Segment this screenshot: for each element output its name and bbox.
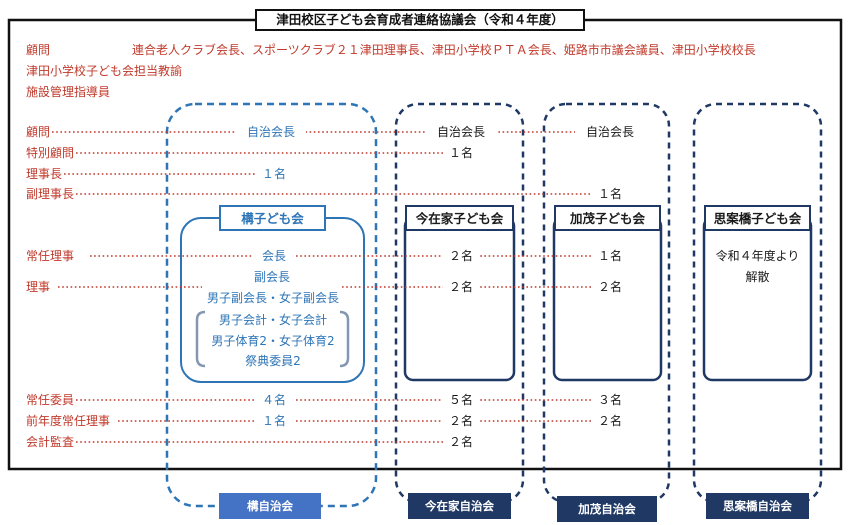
row-label-tokubetsu: 特別顧問 (26, 146, 75, 160)
kamo-footer: 加茂自治会 (557, 496, 657, 522)
imazaike-riji: ２名 (443, 280, 479, 294)
kamae-fukukaicho: 副会長 (253, 270, 290, 284)
right-bracket (339, 310, 350, 368)
row-label-komon: 顧問 (26, 125, 51, 139)
kamae-kaikei: 男子会計・女子会計 (218, 313, 327, 327)
shiankyo-footer: 思案橋自治会 (706, 493, 809, 519)
kamae-komon: 自治会長 (236, 125, 306, 139)
kamae-zennendo: １名 (256, 414, 292, 428)
imazaike-kansa: ２名 (443, 435, 479, 449)
imazaike-box (403, 216, 516, 382)
advisor-members: 連合老人クラブ会長、スポーツクラブ２１津田理事長、津田小学校ＰＴＡ会長、姫路市市… (132, 43, 756, 57)
left-bracket (195, 310, 206, 368)
diagram-title: 津田校区子ども会育成者連絡協議会（令和４年度） (255, 9, 585, 31)
kamo-joninin: ３名 (592, 393, 628, 407)
imazaike-footer: 今在家自治会 (408, 493, 511, 519)
imazaike-joninriji: ２名 (443, 249, 479, 263)
row-label-rijicho: 理事長 (26, 167, 63, 181)
kamae-saiten: 祭典委員2 (245, 354, 301, 368)
imazaike-zennendo: ２名 (443, 414, 479, 428)
dotted-connectors (52, 131, 596, 443)
shiankyo-header: 思案橋子ども会 (704, 205, 811, 231)
row-label-joninriji: 常任理事 (26, 249, 75, 263)
advisor-teacher: 津田小学校子ども会担当教諭 (26, 64, 183, 78)
advisor-label: 顧問 (26, 43, 51, 57)
advisor-facility: 施設管理指導員 (26, 85, 111, 99)
kamo-header: 加茂子ども会 (554, 205, 661, 231)
kamo-box (552, 216, 663, 382)
shiankyo-note-2: 解散 (745, 270, 770, 284)
row-label-fukurijicho: 副理事長 (26, 187, 75, 201)
kamae-rijicho: １名 (256, 167, 292, 181)
kamae-footer: 構自治会 (219, 493, 321, 519)
row-label-riji: 理事 (26, 280, 51, 294)
row-label-zennendo: 前年度常任理事 (26, 414, 111, 428)
row-label-kansa: 会計監査 (26, 435, 75, 449)
kamo-joninriji: １名 (592, 249, 628, 263)
imazaike-header: 今在家子ども会 (405, 205, 514, 231)
kamae-riji: 男子副会長・女子副会長 (200, 291, 346, 305)
kamo-zennendo: ２名 (592, 414, 628, 428)
kamae-header: 構子ども会 (219, 205, 326, 231)
imazaike-tokubetsu: １名 (443, 146, 479, 160)
shiankyo-box (702, 216, 813, 382)
imazaike-komon: 自治会長 (426, 125, 496, 139)
kamae-taiiku: 男子体育2・女子体育2 (211, 334, 335, 348)
imazaike-joninin: ５名 (443, 393, 479, 407)
kamae-joninin: ４名 (256, 393, 292, 407)
kamo-fukurijicho: １名 (592, 187, 628, 201)
kamo-komon: 自治会長 (575, 125, 645, 139)
kamae-joninriji: 会長 (252, 249, 296, 263)
shiankyo-note-1: 令和４年度より (715, 249, 800, 263)
row-label-joninin: 常任委員 (26, 393, 75, 407)
kamo-riji: ２名 (592, 280, 628, 294)
